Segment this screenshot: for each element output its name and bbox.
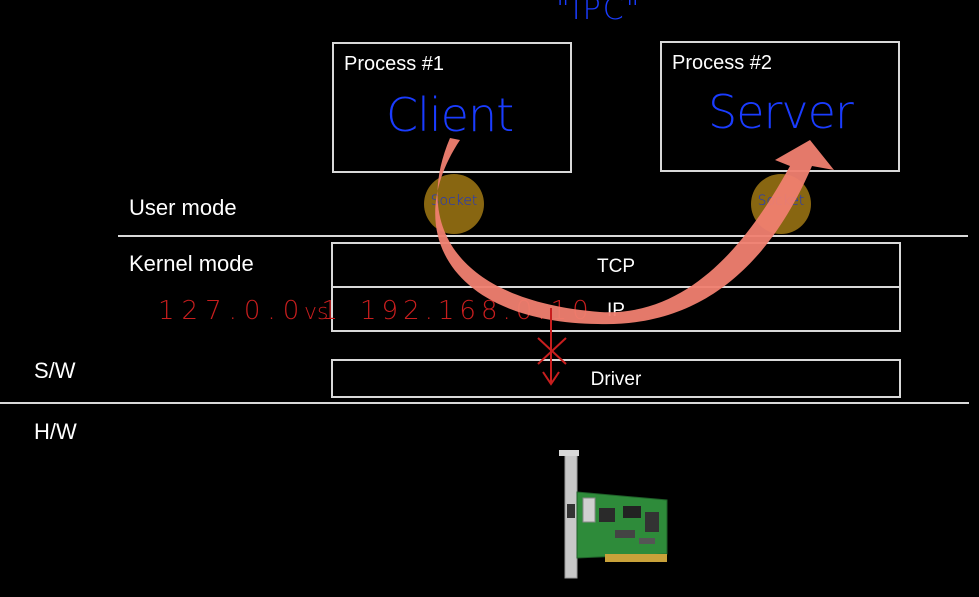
process-2-title: Process #2 [672,52,773,74]
blocked-arrow [537,308,567,386]
sw-hw-divider [0,402,969,404]
process-1-box: Process #1 Client [332,42,572,173]
versus-label: vs. [304,300,336,325]
sw-label: S/W [34,358,76,383]
socket-1-label: Socket [430,193,478,209]
driver-label: Driver [590,369,642,390]
user-kernel-divider [118,235,968,237]
tcp-label: TCP [597,256,635,277]
client-label: Client [386,88,514,142]
server-label: Server [708,85,854,139]
ipc-label: "IPC" [556,0,642,27]
hw-label: H/W [34,419,77,444]
network-card-icon [559,450,668,579]
user-mode-label: User mode [129,195,237,220]
loopback-address: 127.0.0.1 [158,296,346,326]
process-1-title: Process #1 [344,53,445,75]
ipc-flow-arrow [435,138,834,325]
driver-layer: Driver [331,359,901,398]
process-2-box: Process #2 Server [660,41,900,172]
kernel-mode-label: Kernel mode [129,251,254,276]
socket-1: Socket [424,174,484,234]
